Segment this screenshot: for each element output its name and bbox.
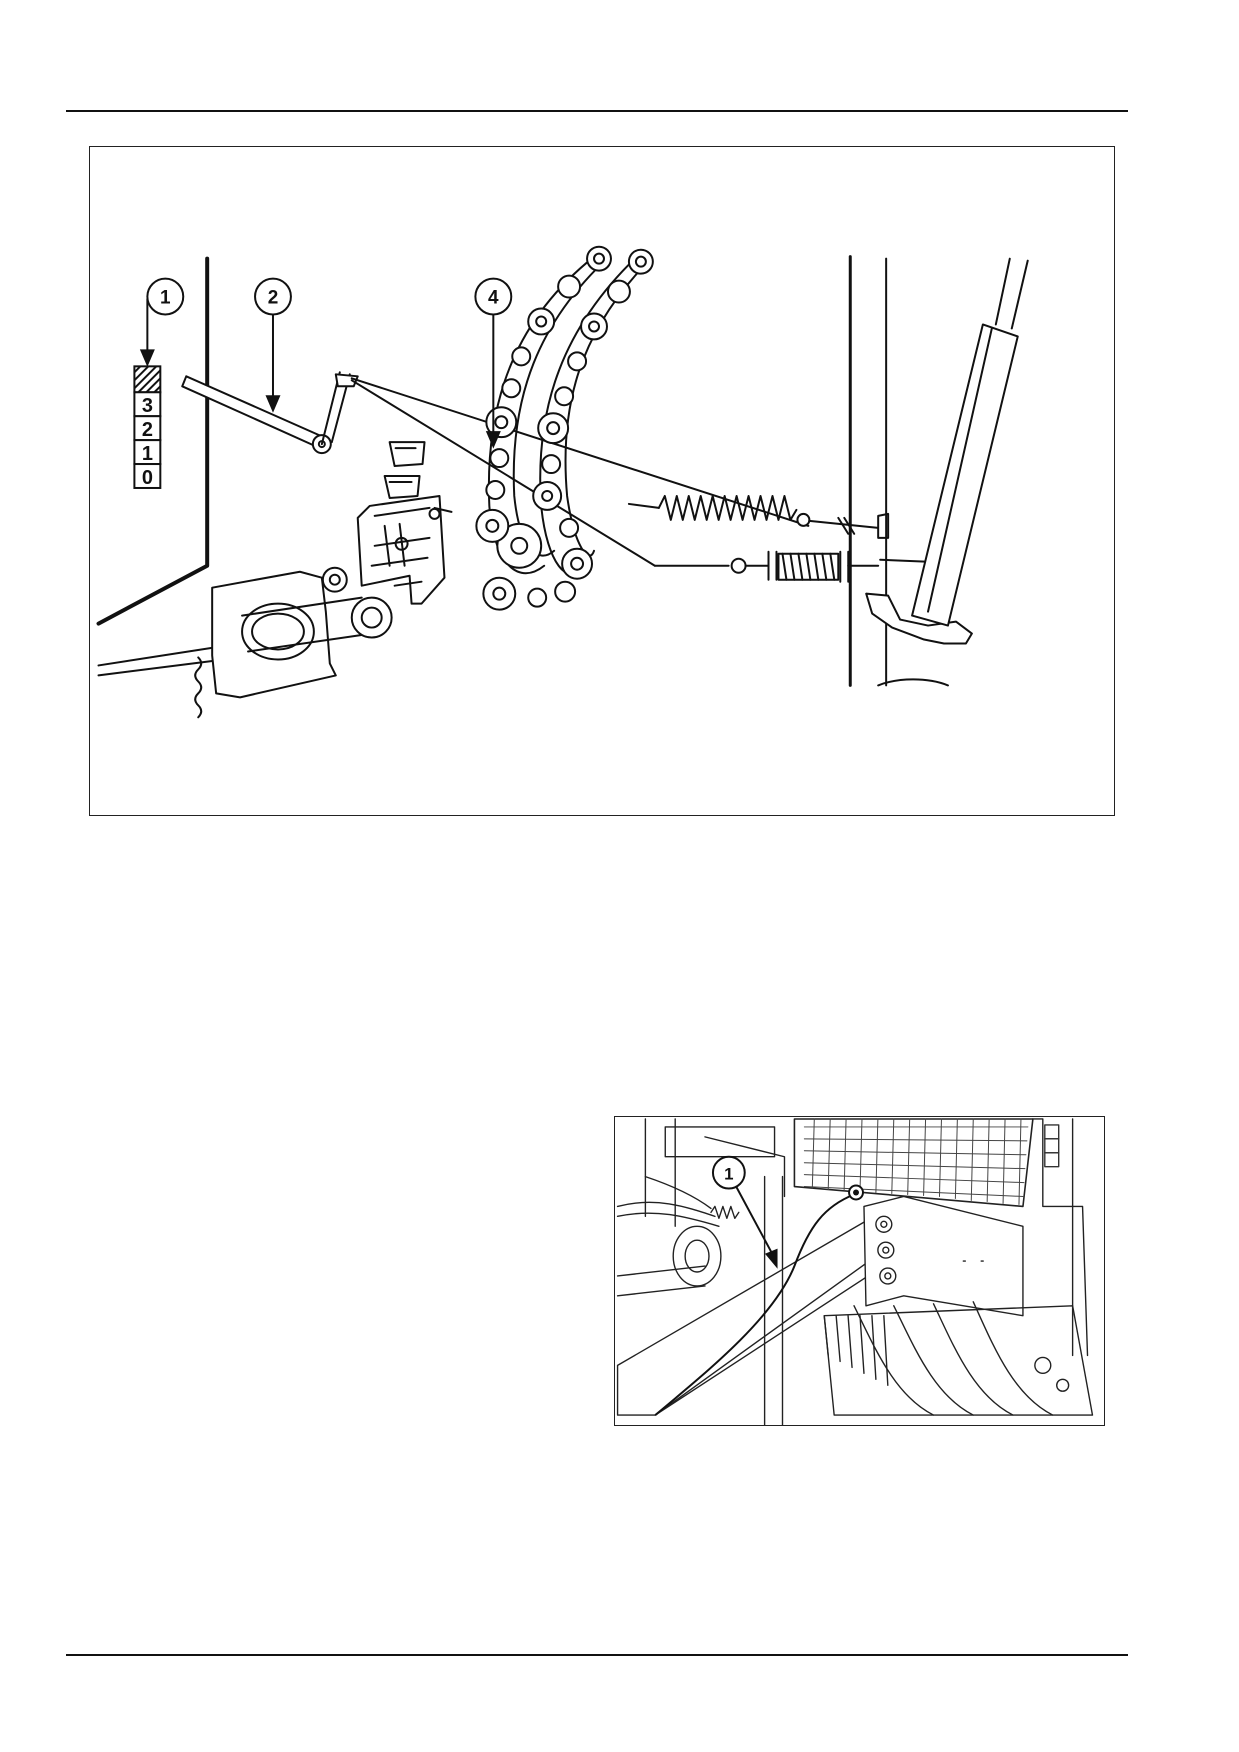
header-rule (66, 110, 1128, 112)
callout-4-label: 4 (488, 288, 499, 309)
callout-2-label: 2 (268, 288, 279, 309)
photo-callout-1-label: 1 (724, 1165, 733, 1184)
linkage-drawing: 3 2 1 0 1 2 4 (96, 245, 1029, 719)
lower-spring-shape (730, 550, 880, 583)
photo-scale (1044, 1124, 1060, 1168)
cable-photo-drawing: 1 (616, 1118, 1094, 1425)
callout-4-circle (474, 277, 513, 316)
tine-rotor-shape (823, 1301, 1094, 1416)
linkage-illustration: 3 2 1 0 1 2 4 (89, 146, 1115, 816)
lever-arm-shape (181, 371, 359, 455)
indicator-scale (133, 365, 162, 489)
cable-upper (350, 377, 810, 527)
hydraulic-cylinder-shape (911, 257, 1029, 627)
footer-rule (66, 1654, 1128, 1656)
scale-label-3: 3 (142, 395, 153, 417)
callout-1-label: 1 (160, 288, 171, 309)
cable-lower (350, 379, 656, 567)
photo-callout-1-circle (711, 1155, 746, 1190)
latch-mechanism-shape (356, 441, 453, 605)
release-cable (654, 1193, 855, 1416)
chain-rollers (475, 245, 654, 611)
bracket-plate-shape (863, 1195, 1024, 1317)
motor-housing-shape (194, 566, 393, 719)
scale-label-0: 0 (142, 467, 153, 489)
scale-label-2: 2 (142, 419, 153, 441)
callout-2-circle (254, 277, 292, 316)
mesh-guard-shape (793, 1118, 1034, 1208)
upper-spring-shape (627, 494, 890, 539)
cable-photo-illustration: 1 (614, 1116, 1105, 1426)
callout-1-circle (146, 277, 185, 316)
scale-label-1: 1 (142, 443, 153, 465)
